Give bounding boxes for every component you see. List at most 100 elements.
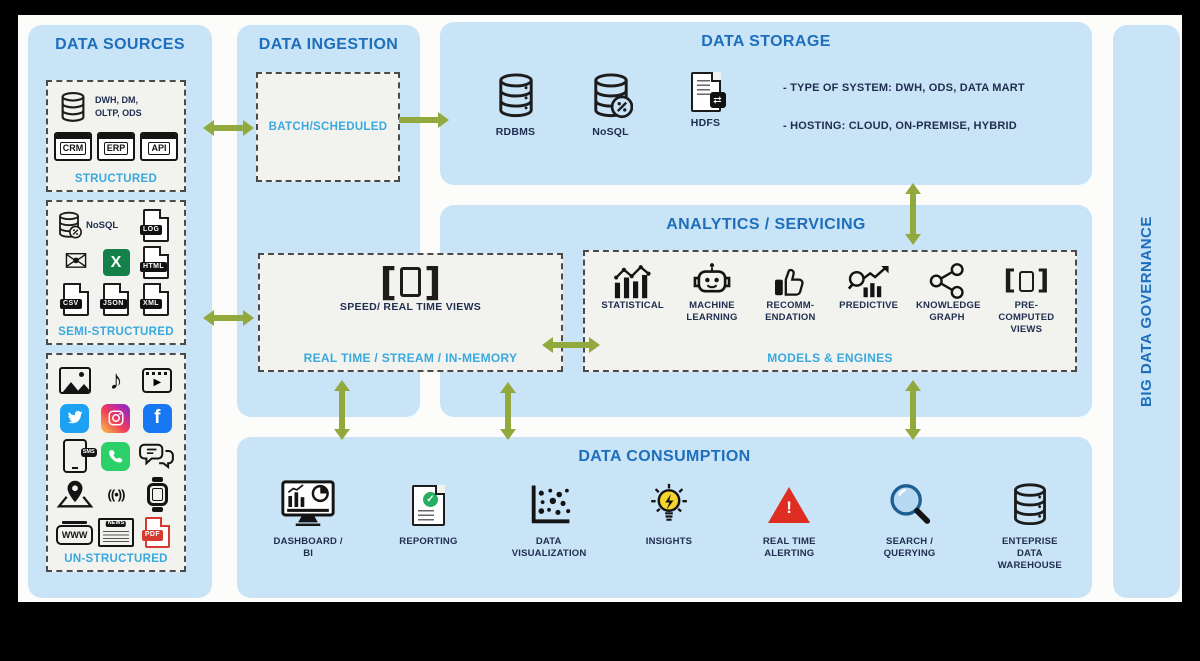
storage-hosting-note: - HOSTING: CLOUD, ON-PREMISE, HYBRID bbox=[783, 120, 1017, 132]
api-icon: API bbox=[140, 131, 178, 161]
statistical-label: STATISTICAL bbox=[601, 300, 664, 311]
panel-title-vertical: BIG DATA GOVERNANCE bbox=[1138, 216, 1155, 407]
panel-big-data-governance: BIG DATA GOVERNANCE bbox=[1113, 25, 1180, 598]
xml-badge: XML bbox=[140, 298, 162, 309]
pre-computed-views-item: [] PRE-COMPUTED VIEWS bbox=[986, 262, 1067, 336]
panel-title: ANALYTICS / SERVICING bbox=[666, 216, 866, 233]
batch-scheduled-label: BATCH/SCHEDULED bbox=[268, 121, 388, 133]
insights-label: INSIGHTS bbox=[645, 536, 693, 547]
alert-triangle-icon: ! bbox=[768, 487, 811, 523]
panel-title: DATA INGESTION bbox=[258, 36, 399, 53]
structured-label: STRUCTURED bbox=[74, 173, 158, 185]
dashboard-bi-item: DASHBOARD / BI bbox=[248, 474, 368, 572]
data-visualization-item: DATA VISUALIZATION bbox=[489, 474, 609, 572]
knowledge-graph-item: KNOWLEDGE GRAPH bbox=[908, 262, 985, 336]
storage-type-note: - TYPE OF SYSTEM: DWH, ODS, DATA MART bbox=[783, 82, 1025, 94]
enterprise-dw-item: ENTEPRISE DATA WAREHOUSE bbox=[970, 474, 1090, 572]
excel-icon: X bbox=[102, 249, 130, 276]
image-icon bbox=[58, 366, 91, 394]
news-icon: NEWS bbox=[97, 517, 134, 547]
insight-bulb-icon bbox=[651, 483, 687, 521]
database-icon bbox=[61, 91, 85, 122]
csv-file-icon: CSV bbox=[60, 283, 89, 316]
log-file-icon: LOG bbox=[140, 209, 169, 242]
models-engines-box: STATISTICAL MACHINE LEARNING RECOMM-ENDA… bbox=[583, 250, 1077, 372]
real-time-alerting-item: ! REAL TIME ALERTING bbox=[729, 474, 849, 572]
chat-bubbles-icon bbox=[139, 443, 175, 470]
hdfs-label: HDFS bbox=[690, 117, 721, 129]
log-badge: LOG bbox=[140, 224, 163, 235]
news-badge: NEWS bbox=[105, 520, 127, 527]
broadcast-signal-icon: ((•)) bbox=[107, 486, 126, 502]
real-time-stream-label: REAL TIME / STREAM / IN-MEMORY bbox=[303, 351, 518, 365]
json-badge: JSON bbox=[100, 298, 127, 309]
erp-label: ERP bbox=[103, 141, 129, 156]
rdbms-database-icon bbox=[498, 73, 533, 118]
map-location-icon bbox=[56, 480, 94, 508]
search-querying-item: SEARCH / QUERYING bbox=[849, 474, 969, 572]
predictive-icon bbox=[847, 265, 889, 297]
un-structured-box: ♪ ▶ f SMS ((•)) WWW NEWS PDF UN-STRUCTUR… bbox=[46, 353, 186, 572]
erp-icon: ERP bbox=[97, 131, 135, 161]
csv-badge: CSV bbox=[60, 298, 82, 309]
speed-real-time-box: [] SPEED/ REAL TIME VIEWS REAL TIME / ST… bbox=[258, 253, 563, 372]
html-badge: HTML bbox=[140, 261, 168, 272]
consumption-items: DASHBOARD / BI ✓ REPORTING DATA VISUALIZ… bbox=[248, 474, 1090, 572]
nosql-label: NoSQL bbox=[592, 125, 629, 138]
arrow-realtime-consumption-right bbox=[500, 382, 516, 440]
smartwatch-icon bbox=[146, 476, 168, 512]
reporting-doc-icon: ✓ bbox=[411, 484, 445, 526]
sms-badge: SMS bbox=[80, 448, 97, 457]
www-icon: WWW bbox=[55, 521, 94, 545]
pdf-file-icon: PDF bbox=[141, 516, 170, 548]
music-icon: ♪ bbox=[109, 364, 123, 395]
batch-scheduled-box: BATCH/SCHEDULED bbox=[256, 72, 400, 182]
excel-letter: X bbox=[110, 253, 122, 271]
enterprise-dw-label: ENTEPRISE DATA WAREHOUSE bbox=[997, 536, 1062, 571]
panel-title: DATA STORAGE bbox=[701, 33, 831, 50]
hdfs-file-icon: ⇄ bbox=[690, 72, 726, 112]
facebook-icon: f bbox=[142, 403, 172, 433]
json-file-icon: JSON bbox=[100, 283, 129, 316]
check-glyph: ✓ bbox=[426, 493, 435, 505]
arrow-ingestion-storage bbox=[399, 112, 449, 128]
panel-data-consumption: DATA CONSUMPTION bbox=[237, 437, 1092, 598]
arrow-storage-analytics bbox=[905, 183, 921, 245]
pdf-badge: PDF bbox=[141, 530, 164, 541]
knowledge-graph-icon bbox=[929, 263, 964, 299]
statistical-item: STATISTICAL bbox=[593, 262, 672, 336]
search-icon bbox=[889, 484, 930, 524]
semi-structured-label: SEMI-STRUCTURED bbox=[58, 326, 174, 338]
arrow-realtime-consumption-left bbox=[334, 380, 350, 440]
insights-item: INSIGHTS bbox=[609, 474, 729, 572]
models-engines-label: MODELS & ENGINES bbox=[767, 351, 893, 365]
semi-structured-box: NoSQL LOG ✉ X HTML CSV JSON XML SEMI-STR… bbox=[46, 200, 186, 345]
storage-notes: - TYPE OF SYSTEM: DWH, ODS, DATA MART - … bbox=[783, 82, 1025, 132]
arrow-sources-realtime bbox=[203, 310, 254, 326]
sms-phone-icon: SMS bbox=[62, 439, 97, 473]
robot-icon bbox=[693, 263, 731, 293]
xml-file-icon: XML bbox=[140, 283, 169, 316]
dashboard-bi-label: DASHBOARD / BI bbox=[273, 536, 343, 559]
instagram-icon bbox=[101, 403, 131, 433]
speed-caption: SPEED/ REAL TIME VIEWS bbox=[339, 301, 482, 314]
www-text: WWW bbox=[61, 530, 88, 540]
twitter-icon bbox=[60, 403, 90, 433]
dashboard-monitor-icon bbox=[281, 480, 335, 527]
scatter-plot-icon bbox=[531, 485, 570, 524]
video-icon: ▶ bbox=[142, 367, 173, 393]
nosql-database-icon bbox=[593, 73, 633, 119]
statistical-icon bbox=[613, 264, 651, 298]
predictive-item: PREDICTIVE bbox=[829, 262, 908, 336]
knowledge-graph-label: KNOWLEDGE GRAPH bbox=[916, 300, 981, 323]
envelope-icon: ✉ bbox=[63, 246, 89, 278]
crm-label: CRM bbox=[59, 141, 87, 156]
arrow-analytics-consumption bbox=[905, 380, 921, 440]
data-visualization-label: DATA VISUALIZATION bbox=[511, 536, 587, 559]
machine-learning-label: MACHINE LEARNING bbox=[686, 300, 738, 323]
thumbs-up-icon bbox=[775, 269, 804, 296]
nosql-database-icon bbox=[59, 212, 82, 239]
facebook-letter: f bbox=[154, 407, 161, 428]
crm-icon: CRM bbox=[54, 131, 92, 161]
real-time-alerting-label: REAL TIME ALERTING bbox=[762, 536, 816, 559]
